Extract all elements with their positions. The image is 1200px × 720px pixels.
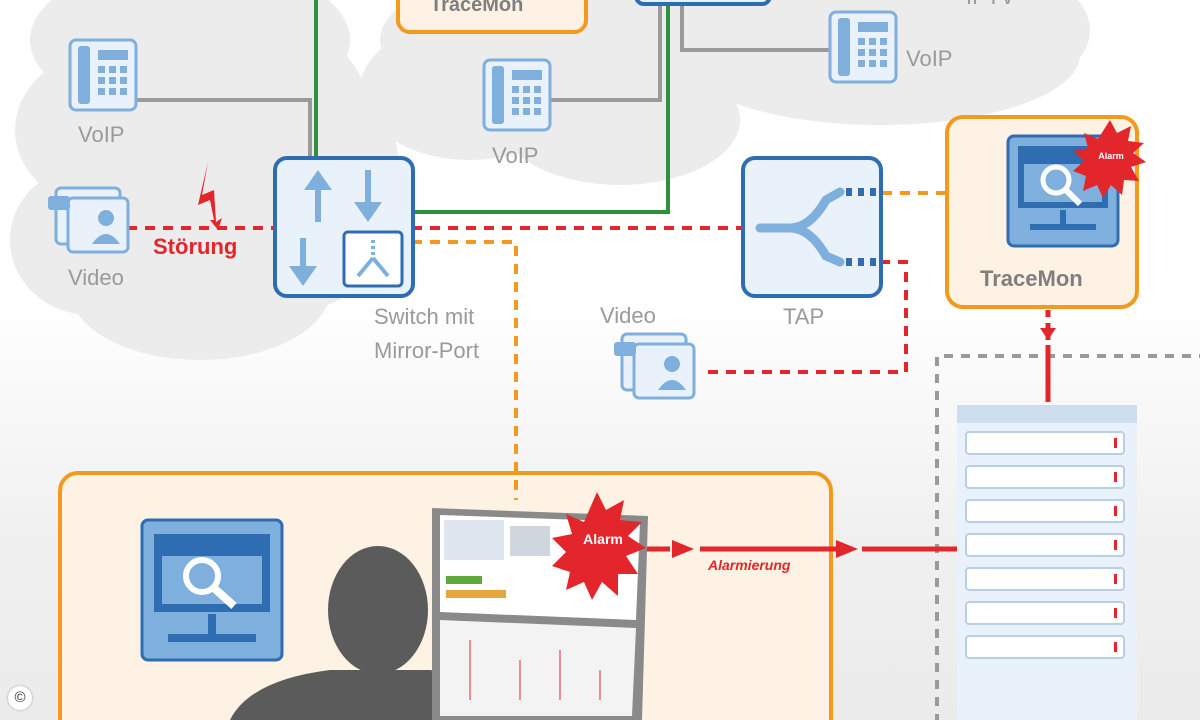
tap-label: TAP — [783, 304, 825, 329]
voip-label-left: VoIP — [78, 122, 125, 147]
phone-icon — [482, 58, 552, 132]
disturbed-traffic-lines — [127, 226, 908, 374]
monitor-search-icon — [140, 518, 284, 662]
phone-icon — [828, 10, 898, 84]
switch-icon — [273, 156, 415, 298]
alarm-tracemon-label: Alarm — [1098, 151, 1124, 161]
copyright-badge: © — [8, 686, 32, 710]
lightning-icon — [198, 162, 222, 230]
stoerung-label: Störung — [153, 234, 238, 259]
server-rack-icon — [957, 405, 1137, 720]
voip-label-right: VoIP — [906, 46, 953, 71]
alarm-monitor-label: Alarm — [583, 531, 623, 547]
alarm-flow-line — [636, 540, 958, 558]
server-area-border — [935, 354, 1200, 720]
green-links — [314, 0, 670, 214]
tracemon-right-label: TraceMon — [980, 266, 1083, 291]
tracemon-top-box — [396, 0, 588, 34]
tracemon-to-rack-link — [1040, 310, 1056, 402]
voip-label-center: VoIP — [492, 143, 539, 168]
mirror-port-lines — [412, 191, 946, 500]
tap-icon — [741, 156, 883, 298]
alarm-burst-icon — [552, 492, 646, 600]
gray-links — [135, 0, 830, 160]
video-label-center: Video — [600, 303, 656, 328]
switch-label-line2: Mirror-Port — [374, 338, 480, 363]
video-icon — [48, 186, 130, 254]
alarm-burst-icon — [1073, 120, 1146, 198]
iptv-label: IPTV — [966, 0, 1015, 10]
tracemon-top-label: TraceMon — [430, 0, 524, 16]
video-label-left: Video — [68, 265, 124, 290]
video-icon — [614, 332, 696, 400]
alarmierung-label: Alarmierung — [708, 557, 791, 573]
device-top-box — [634, 0, 772, 6]
switch-label-line1: Switch mit — [374, 304, 475, 329]
phone-icon — [68, 38, 138, 112]
